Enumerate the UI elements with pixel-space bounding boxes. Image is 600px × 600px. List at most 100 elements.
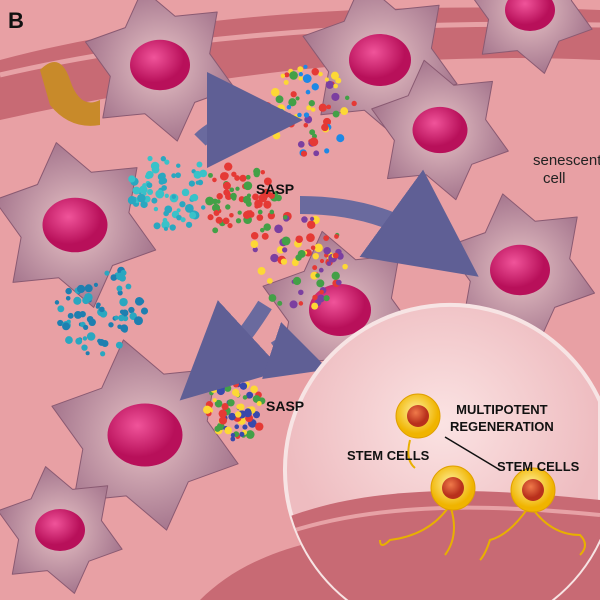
sasp-particle (321, 123, 329, 132)
sasp-particle (223, 181, 231, 190)
sasp-particle (224, 384, 232, 392)
sasp-particle (164, 159, 170, 165)
sasp-particle (157, 173, 166, 181)
sasp-particle (298, 76, 303, 81)
sasp-particle (248, 211, 255, 218)
sasp-particle (332, 252, 339, 259)
sasp-particle (216, 386, 225, 396)
sasp-particle (208, 172, 213, 178)
sasp-particle (65, 287, 72, 295)
sasp-particle (147, 188, 154, 195)
sasp-particle (239, 382, 248, 390)
sasp-particle (176, 214, 182, 221)
sasp-particle (222, 217, 230, 225)
sasp-particle (286, 104, 292, 110)
sasp-particle (325, 80, 334, 89)
sasp-particle (115, 341, 123, 349)
sasp-particle (312, 252, 319, 260)
sasp-particle (189, 194, 197, 201)
sasp-particle (175, 172, 181, 179)
sasp-particle (280, 73, 286, 79)
arrow-to-senescent-cell (299, 169, 479, 277)
sasp-particle (250, 385, 258, 394)
multipotent-line2: REGENERATION (450, 419, 554, 434)
sasp-particle (132, 186, 141, 195)
sasp-particle (274, 224, 283, 234)
sasp-particle (275, 95, 284, 104)
sasp-particle (303, 122, 309, 128)
sasp-particle (188, 180, 195, 187)
sasp-particle (290, 91, 297, 98)
sasp-particle (326, 261, 332, 266)
sasp-particle (270, 253, 279, 263)
sasp-particle (161, 220, 170, 229)
sasp-particle (319, 258, 325, 264)
sasp-particle (336, 134, 345, 143)
sasp-particle (81, 344, 88, 351)
sasp-particle (318, 267, 324, 273)
sasp-particle (139, 185, 148, 194)
sasp-particle (286, 112, 292, 119)
sasp-particle (137, 193, 146, 203)
sasp-particle (264, 117, 272, 125)
sasp-particle (66, 319, 71, 324)
sasp-particle (263, 200, 272, 209)
sasp-particle (298, 72, 303, 77)
sasp-particle (261, 232, 269, 240)
sasp-particle (93, 282, 99, 287)
sasp-particle (82, 336, 88, 341)
sasp-particle (120, 324, 129, 333)
sasp-particle (304, 249, 312, 257)
stem-cell (395, 393, 441, 439)
sasp-particle (218, 416, 228, 425)
sasp-particle (309, 216, 315, 221)
sasp-particle (193, 170, 202, 179)
sasp-particle (302, 74, 312, 83)
sasp-particle (313, 150, 320, 157)
sasp-particle (256, 214, 264, 221)
sasp-particle (278, 108, 285, 116)
sasp-particle (207, 214, 214, 221)
sasp-particle (323, 295, 330, 302)
nucleus (490, 244, 550, 296)
sasp-particle (254, 199, 263, 208)
sasp-particle (289, 71, 298, 80)
sasp-particle (218, 409, 227, 418)
sasp-particle (292, 276, 302, 286)
sasp-particle (125, 283, 132, 290)
sasp-particle (319, 289, 324, 295)
sasp-particle (282, 247, 288, 253)
debris (40, 62, 100, 126)
sasp-particle (221, 402, 229, 411)
senescent-cell-label: senescent cell (533, 152, 600, 188)
sasp-particle (212, 398, 217, 403)
sasp-particle (215, 216, 223, 224)
sasp-particle (278, 123, 284, 130)
sasp-particle (333, 83, 338, 89)
tissue-cell (0, 142, 157, 308)
sasp-particle (312, 265, 318, 271)
sasp-particle (270, 87, 280, 97)
sasp-particle (140, 200, 148, 209)
sasp-particle (318, 71, 323, 77)
sasp-particle (263, 223, 271, 231)
sasp-particle (205, 196, 215, 206)
sasp-particle (73, 296, 82, 305)
sasp-particle (253, 170, 260, 178)
sasp-particle (262, 188, 271, 197)
sasp-particle (331, 271, 340, 280)
sasp-particle (75, 337, 83, 345)
sasp-particle (324, 148, 330, 154)
sasp-particle (351, 100, 357, 107)
sasp-particle (272, 131, 281, 140)
sasp-particle (221, 172, 229, 180)
sasp-particle (96, 302, 101, 308)
sasp-particle (277, 300, 283, 306)
arrow-down-right (262, 322, 329, 379)
sasp-particle (233, 381, 239, 388)
sasp-particle (250, 240, 259, 248)
sasp-particle (225, 204, 231, 210)
sasp-particle (295, 96, 300, 101)
